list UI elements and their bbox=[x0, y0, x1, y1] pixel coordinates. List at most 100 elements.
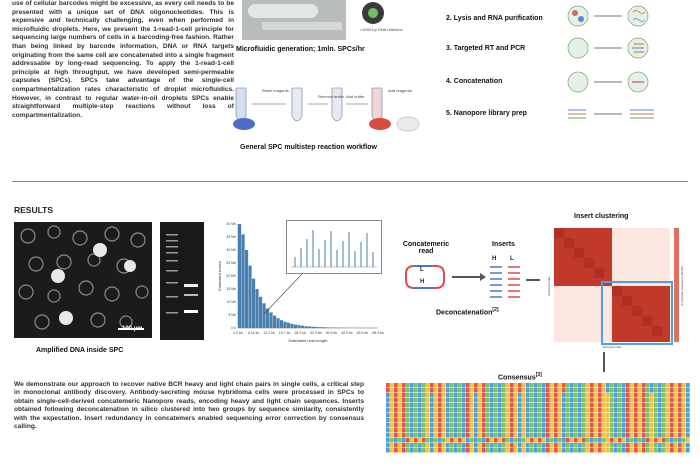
alignment-cell bbox=[634, 408, 638, 413]
alignment-cell bbox=[606, 393, 610, 398]
alignment-cell bbox=[562, 413, 566, 418]
alignment-cell bbox=[522, 408, 526, 413]
alignment-cell bbox=[610, 428, 614, 433]
alignment-cell bbox=[482, 423, 486, 428]
alignment-cell bbox=[470, 413, 474, 418]
hist-bar bbox=[308, 326, 312, 328]
alignment-cell bbox=[418, 413, 422, 418]
alignment-cell bbox=[646, 398, 650, 403]
alignment-cell bbox=[586, 428, 590, 433]
alignment-cell bbox=[486, 408, 490, 413]
alignment-cell bbox=[590, 443, 594, 448]
alignment-cell bbox=[438, 413, 442, 418]
alignment-cell bbox=[530, 413, 534, 418]
alignment-cell bbox=[446, 418, 450, 423]
alignment-cell bbox=[414, 443, 418, 448]
alignment-cell bbox=[670, 398, 674, 403]
alignment-cell bbox=[430, 443, 434, 448]
alignment-cell bbox=[518, 383, 522, 388]
alignment-cell bbox=[670, 408, 674, 413]
alignment-cell bbox=[410, 398, 414, 403]
alignment-cell bbox=[682, 433, 686, 438]
alignment-cell bbox=[486, 403, 490, 408]
alignment-cell bbox=[474, 438, 478, 443]
alignment-cell bbox=[630, 438, 634, 443]
alignment-cell bbox=[602, 433, 606, 438]
alignment-cell bbox=[658, 418, 662, 423]
alignment-cell bbox=[450, 428, 454, 433]
alignment-cell bbox=[658, 398, 662, 403]
alignment-cell bbox=[570, 408, 574, 413]
alignment-cell bbox=[530, 433, 534, 438]
alignment-cell bbox=[578, 428, 582, 433]
alignment-cell bbox=[538, 448, 542, 453]
alignment-cell bbox=[502, 408, 506, 413]
alignment-cell bbox=[566, 383, 570, 388]
alignment-cell bbox=[474, 423, 478, 428]
alignment-cell bbox=[666, 438, 670, 443]
insert-h-label: H bbox=[492, 256, 497, 262]
alignment-cell bbox=[386, 433, 390, 438]
alignment-cell bbox=[562, 418, 566, 423]
alignment-cell bbox=[526, 393, 530, 398]
alignment-cell bbox=[542, 408, 546, 413]
alignment-cell bbox=[470, 428, 474, 433]
hist-zoom-pointer bbox=[263, 273, 303, 315]
alignment-cell bbox=[678, 388, 682, 393]
alignment-cell bbox=[566, 433, 570, 438]
alignment-cell bbox=[478, 443, 482, 448]
alignment-cell bbox=[398, 423, 402, 428]
alignment-cell bbox=[618, 408, 622, 413]
alignment-cell bbox=[538, 408, 542, 413]
alignment-cell bbox=[454, 388, 458, 393]
deconcat-text: Deconcatenation bbox=[436, 309, 493, 317]
alignment-cell bbox=[522, 448, 526, 453]
alignment-cell bbox=[510, 423, 514, 428]
alignment-cell bbox=[678, 383, 682, 388]
alignment-cell bbox=[534, 438, 538, 443]
alignment-cell bbox=[454, 438, 458, 443]
histogram-inset bbox=[286, 220, 382, 274]
alignment-cell bbox=[486, 418, 490, 423]
alignment-cell bbox=[438, 388, 442, 393]
alignment-cell bbox=[406, 438, 410, 443]
alignment-cell bbox=[494, 418, 498, 423]
alignment-cell bbox=[558, 383, 562, 388]
alignment-cell bbox=[498, 443, 502, 448]
alignment-cell bbox=[530, 418, 534, 423]
alignment-cell bbox=[478, 413, 482, 418]
alignment-cell bbox=[430, 383, 434, 388]
alignment-cell bbox=[526, 383, 530, 388]
alignment-cell bbox=[386, 413, 390, 418]
alignment-cell bbox=[638, 403, 642, 408]
alignment-cell bbox=[650, 428, 654, 433]
alignment-cell bbox=[434, 388, 438, 393]
alignment-cell bbox=[398, 408, 402, 413]
alignment-cell bbox=[662, 398, 666, 403]
results-paragraph: We demonstrate our approach to recover n… bbox=[14, 381, 364, 431]
alignment-cell bbox=[586, 423, 590, 428]
cluster-cbar-label: % Pairwise Sequence Identity bbox=[680, 266, 684, 306]
alignment-cell bbox=[454, 448, 458, 453]
alignment-cell bbox=[662, 438, 666, 443]
insert-l-label: L bbox=[510, 256, 514, 262]
alignment-cell bbox=[590, 413, 594, 418]
alignment-cell bbox=[606, 418, 610, 423]
alignment-cell bbox=[590, 418, 594, 423]
alignment-cell bbox=[578, 408, 582, 413]
chip-label: >1000 bp DNA retention bbox=[360, 27, 403, 32]
alignment-cell bbox=[494, 423, 498, 428]
alignment-cell bbox=[550, 398, 554, 403]
alignment-cell bbox=[426, 403, 430, 408]
alignment-cell bbox=[518, 428, 522, 433]
alignment-cell bbox=[538, 393, 542, 398]
alignment-cell bbox=[446, 433, 450, 438]
alignment-cell bbox=[638, 413, 642, 418]
alignment-cell bbox=[638, 408, 642, 413]
alignment-cell bbox=[418, 398, 422, 403]
alignment-cell bbox=[490, 408, 494, 413]
alignment-cell bbox=[474, 383, 478, 388]
hist-bar bbox=[304, 326, 308, 328]
alignment-cell bbox=[386, 438, 390, 443]
